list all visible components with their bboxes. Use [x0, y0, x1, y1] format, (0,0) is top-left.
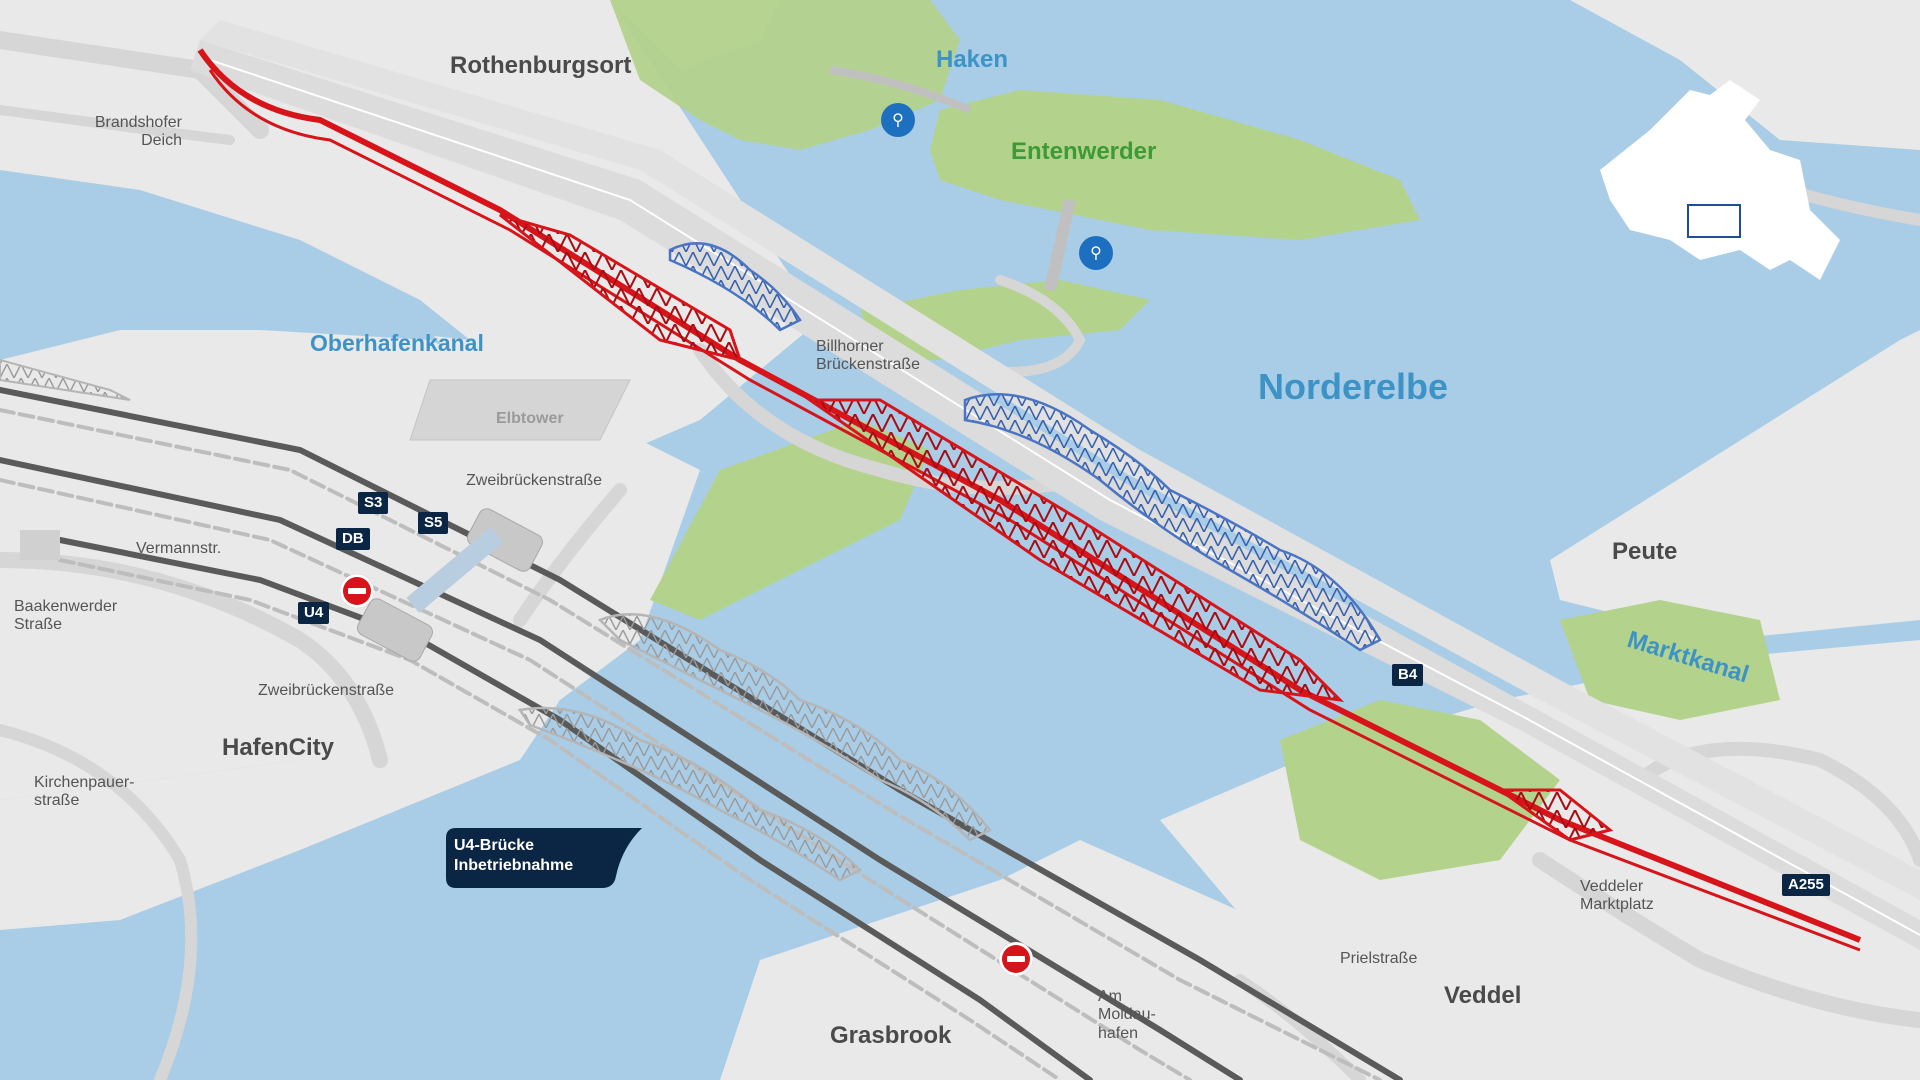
water-haken: Haken — [936, 46, 1009, 73]
pedestrian-bicycle-icon: ⚲ — [1079, 236, 1113, 270]
footbridges — [829, 66, 1076, 292]
street-prielstrasse: Prielstraße — [1340, 950, 1418, 967]
street-kirchenpauer-line2: straße — [34, 792, 80, 810]
u4-callout-line2: Inbetriebnahme — [454, 857, 574, 874]
water-norderelbe: Norderelbe — [1258, 366, 1449, 407]
street-brandshofer-line1: Brandshofer — [94, 114, 182, 131]
no-entry-icon — [999, 942, 1033, 976]
street-kirchenpauer-line1: Kirchenpauer- — [34, 774, 135, 791]
street-veddeler-line2: Marktplatz — [1580, 896, 1654, 914]
street-brandshofer-deich: Brandshofer Deich — [60, 114, 182, 151]
building-elbtower: Elbtower — [496, 410, 564, 427]
badge-db: DB — [336, 528, 370, 550]
badge-b4: B4 — [1392, 664, 1424, 686]
oberhafenkanal-water — [0, 190, 470, 345]
main-road-corridor — [190, 20, 1920, 950]
existing-bridge-arches — [668, 242, 1382, 652]
street-brandshofer-line2: Deich — [141, 132, 182, 150]
district-rothenburgsort: Rothenburgsort — [450, 52, 632, 79]
street-zweibrueckenstrasse-top: Zweibrückenstraße — [466, 472, 603, 489]
badge-a255: A255 — [1782, 874, 1830, 896]
district-peute: Peute — [1612, 538, 1678, 565]
rail-bridge-arches — [0, 358, 992, 882]
street-kirchenpauerstrasse: Kirchenpauer- straße — [34, 774, 135, 811]
street-moldau-line2: Moldau- — [1098, 1006, 1156, 1024]
district-hafencity: HafenCity — [222, 734, 335, 761]
badge-s5: S5 — [418, 512, 449, 534]
badge-s3: S3 — [358, 492, 389, 514]
street-moldau-line3: hafen — [1098, 1024, 1139, 1042]
water-oberhafenkanal: Oberhafenkanal — [310, 330, 484, 356]
district-grasbrook: Grasbrook — [830, 1022, 952, 1049]
hamburg-locator-map-icon — [1600, 80, 1840, 280]
street-baakenwerder-line2: Straße — [14, 616, 63, 634]
badge-u4: U4 — [298, 602, 330, 624]
u4-callout-line1: U4-Brücke — [454, 837, 535, 854]
park-entenwerder: Entenwerder — [1011, 138, 1157, 165]
street-baakenwerder-strasse: Baakenwerder Straße — [14, 598, 117, 635]
district-veddel: Veddel — [1444, 982, 1522, 1009]
no-entry-icon — [340, 574, 374, 608]
station-buildings — [20, 379, 631, 662]
u4-callout: U4-Brücke Inbetriebnahme — [454, 836, 573, 876]
street-am-moldauhafen: Am Moldau- hafen — [1098, 988, 1156, 1043]
street-billhorner-brueckenstrasse: Billhorner Brückenstraße — [816, 338, 920, 375]
new-bridge-route — [197, 48, 1862, 952]
street-veddeler-marktplatz: Veddeler Marktplatz — [1580, 878, 1654, 915]
street-billhorner-line2: Brückenstraße — [816, 356, 921, 374]
street-baakenwerder-line1: Baakenwerder — [14, 598, 118, 615]
pedestrian-bicycle-icon: ⚲ — [881, 103, 915, 137]
street-veddeler-line1: Veddeler — [1580, 878, 1644, 895]
street-vermannstr: Vermannstr. — [136, 540, 222, 557]
street-zweibrueckenstrasse-bottom: Zweibrückenstraße — [258, 682, 395, 699]
u4-callout-shape — [446, 828, 642, 888]
street-moldau-line1: Am — [1098, 988, 1122, 1005]
street-billhorner-line1: Billhorner — [816, 338, 884, 355]
